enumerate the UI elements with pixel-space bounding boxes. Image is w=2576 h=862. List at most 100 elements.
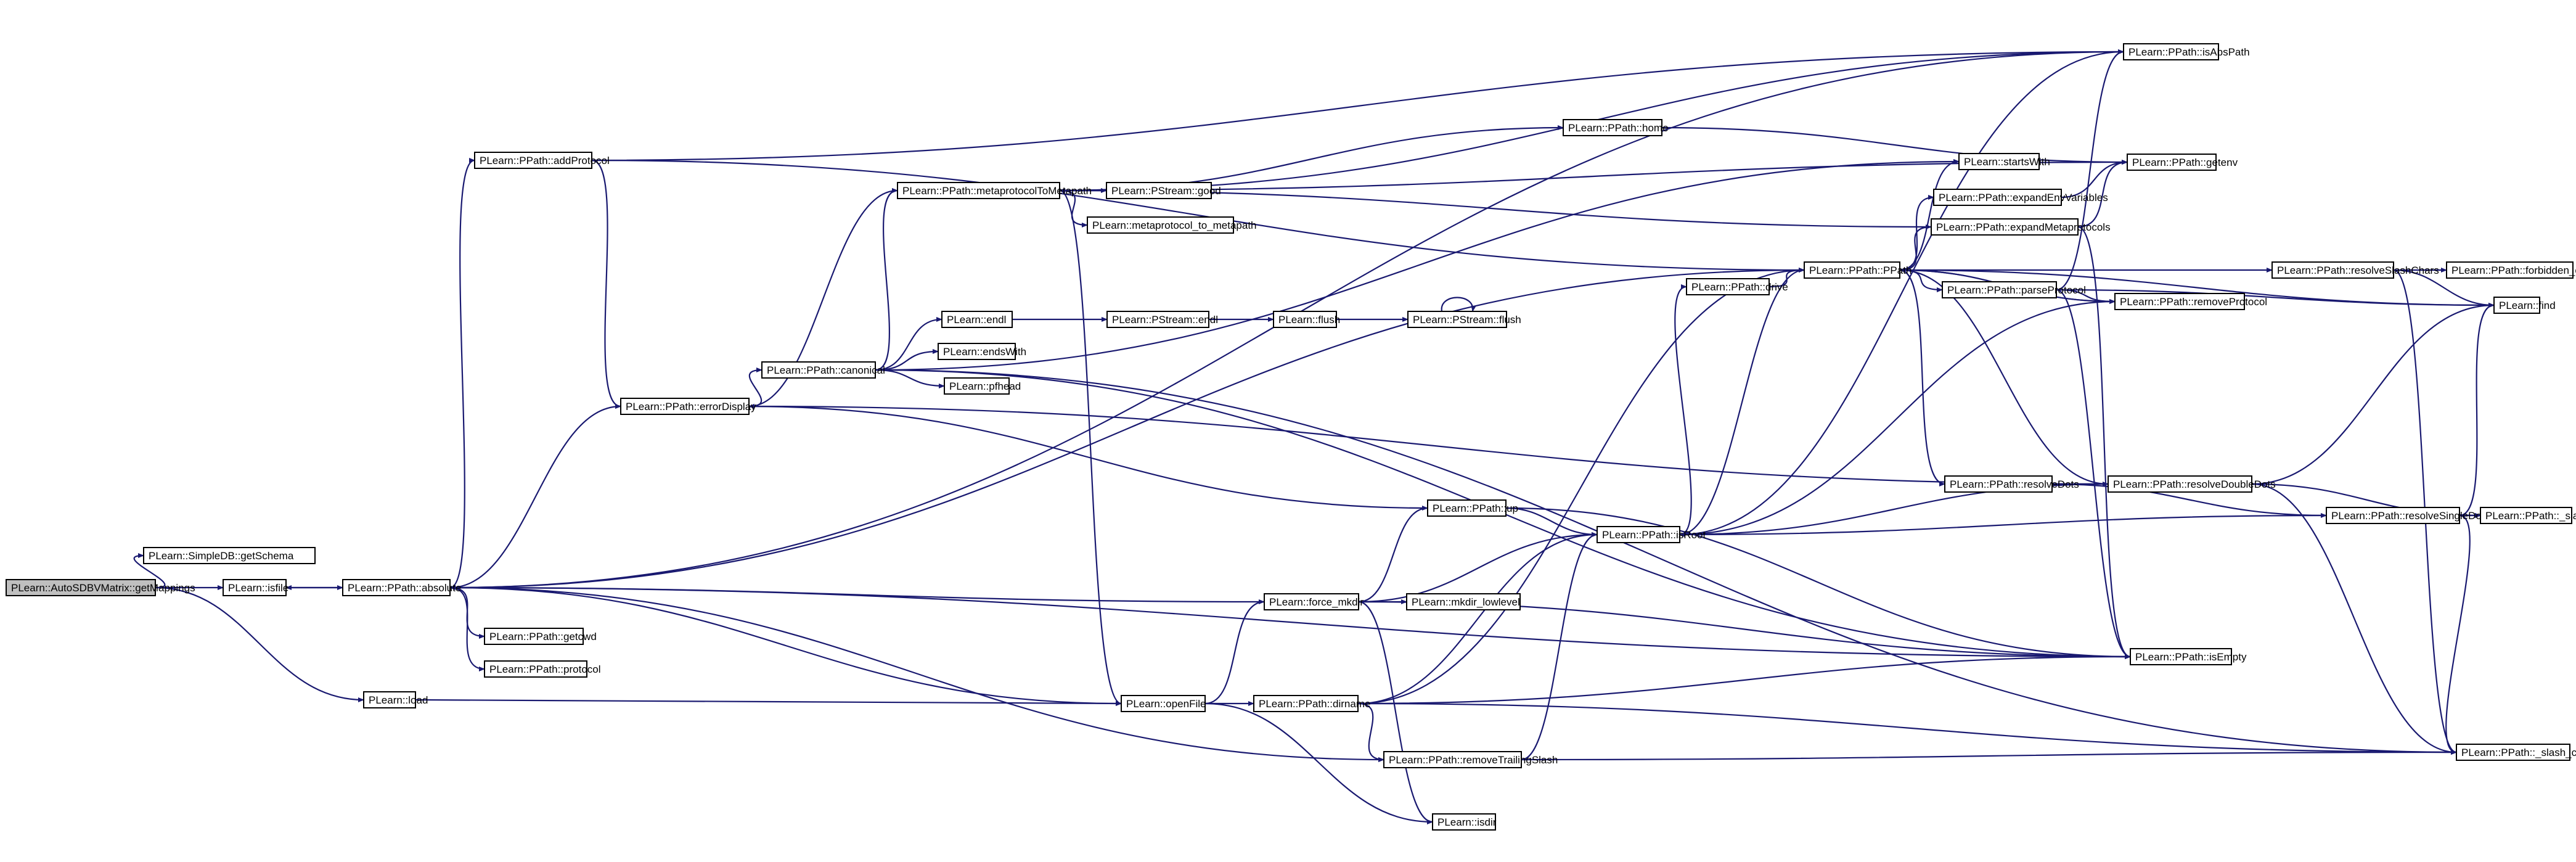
call-edge-addProtocol-to-isAbsPath: [591, 49, 2124, 162]
node-PPath[interactable]: PLearn::PPath::PPath: [1804, 261, 1912, 279]
node-box: [1106, 182, 1212, 199]
call-edge-home-to-getenv: [1661, 126, 2128, 165]
node-isfile[interactable]: PLearn::isfile: [223, 579, 288, 596]
node-good[interactable]: PLearn::PStream::good: [1106, 182, 1221, 199]
node-resolveSingleDots[interactable]: PLearn::PPath::resolveSingleDots: [2326, 507, 2490, 524]
node-box: [2493, 297, 2540, 314]
node-metaprotocol_to_metapath[interactable]: PLearn::metaprotocol_to_metapath: [1087, 216, 1257, 234]
node-load[interactable]: PLearn::load: [363, 691, 428, 708]
node-label: PLearn::PPath::isAbsPath: [2128, 46, 2250, 58]
node-removeTrailingSlash[interactable]: PLearn::PPath::removeTrailingSlash: [1383, 751, 1558, 768]
node-slash_char[interactable]: PLearn::PPath::_slash_char: [2456, 744, 2576, 761]
node-expandMetaprotocols[interactable]: PLearn::PPath::expandMetaprotocols: [1931, 218, 2111, 236]
call-edge-PPath-to-expandEnvVariables: [1899, 195, 1934, 271]
call-edge-openFile-to-force_mkdir: [1204, 599, 1265, 705]
node-label: PLearn::load: [369, 694, 428, 706]
node-box: [1407, 311, 1507, 328]
node-label: PLearn::isfile: [228, 582, 288, 594]
node-canonical[interactable]: PLearn::PPath::canonical: [761, 361, 885, 379]
call-edge-pstream_flush-to-pstream_flush: [1441, 297, 1476, 312]
node-resolveSlashChars[interactable]: PLearn::PPath::resolveSlashChars: [2271, 261, 2439, 279]
node-endsWith[interactable]: PLearn::endsWith: [938, 343, 1026, 360]
node-label: PLearn::flush: [1278, 314, 1340, 326]
node-removeProtocol[interactable]: PLearn::PPath::removeProtocol: [2114, 293, 2267, 310]
call-edge-canonical-to-startsWith: [875, 159, 1960, 371]
node-resolveDots[interactable]: PLearn::PPath::resolveDots: [1944, 475, 2079, 493]
node-up[interactable]: PLearn::PPath::up: [1427, 499, 1518, 517]
node-label: PLearn::PPath::_slash_char: [2461, 747, 2576, 758]
node-metaprotocolToMetapath[interactable]: PLearn::PPath::metaprotocolToMetapath: [897, 182, 1092, 199]
node-box: [2326, 507, 2460, 524]
call-edge-canonical-to-slash_char: [875, 369, 2457, 755]
node-root[interactable]: PLearn::AutoSDBVMatrix::getMappings: [6, 579, 195, 596]
call-edge-canonical-to-endsWith: [875, 349, 939, 371]
node-box: [1933, 189, 2062, 206]
node-box: [474, 152, 592, 169]
node-label: PLearn::openFile: [1126, 698, 1206, 710]
node-protocol[interactable]: PLearn::PPath::protocol: [484, 660, 601, 678]
call-edge-absolute-to-PPath: [449, 268, 1805, 589]
node-pstream_endl[interactable]: PLearn::PStream::endl: [1106, 311, 1218, 328]
node-openFile[interactable]: PLearn::openFile: [1121, 695, 1206, 712]
call-edge-expandMetaprotocols-to-metaprotocolToMetapath: [1059, 188, 1932, 228]
node-box: [1427, 499, 1507, 517]
node-flush[interactable]: PLearn::flush: [1273, 311, 1340, 328]
node-expandEnvVariables[interactable]: PLearn::PPath::expandEnvVariables: [1933, 189, 2108, 206]
node-home[interactable]: PLearn::PPath::home: [1563, 119, 1669, 136]
call-edge-resolveDoubleDots-to-PPath: [1899, 268, 2109, 485]
call-edge-up-to-isRoot: [1505, 507, 1598, 537]
node-isRoot[interactable]: PLearn::PPath::isRoot: [1597, 526, 1706, 543]
node-box: [2480, 507, 2572, 524]
node-pfhead[interactable]: PLearn::pfhead: [944, 377, 1021, 395]
node-isAbsPath[interactable]: PLearn::PPath::isAbsPath: [2123, 43, 2250, 60]
node-resolveDoubleDots[interactable]: PLearn::PPath::resolveDoubleDots: [2108, 475, 2276, 493]
node-getenv[interactable]: PLearn::PPath::getenv: [2127, 154, 2238, 171]
node-find[interactable]: PLearn::find: [2493, 297, 2556, 314]
call-edge-absolute-to-protocol: [449, 586, 485, 671]
call-edge-isRoot-to-PPath: [1679, 268, 1805, 536]
node-box: [2127, 154, 2217, 171]
node-slash[interactable]: PLearn::PPath::_slash: [2480, 507, 2576, 524]
node-isdir[interactable]: PLearn::isdir: [1432, 813, 1497, 831]
node-box: [484, 628, 584, 645]
call-edge-PPath-to-startsWith: [1899, 159, 1960, 271]
call-edge-dirname-to-slash_char: [1357, 702, 2457, 755]
node-pstream_flush[interactable]: PLearn::PStream::flush: [1407, 311, 1521, 328]
call-edge-resolveSingleDots-to-find: [2459, 303, 2495, 517]
node-errorDisplay[interactable]: PLearn::PPath::errorDisplay: [620, 398, 756, 415]
node-label: PLearn::PPath::forbidden_chars: [2451, 265, 2576, 276]
node-parseProtocol[interactable]: PLearn::PPath::parseProtocol: [1942, 281, 2086, 298]
node-label: PLearn::PPath::up: [1433, 503, 1518, 514]
node-label: PLearn::PPath::resolveDots: [1950, 478, 2079, 490]
call-edge-addProtocol-to-errorDisplay: [591, 159, 621, 409]
node-addProtocol[interactable]: PLearn::PPath::addProtocol: [474, 152, 610, 169]
node-label: PLearn::PPath::_slash: [2485, 510, 2576, 522]
node-dirname[interactable]: PLearn::PPath::dirname: [1253, 695, 1370, 712]
call-edge-parseProtocol-to-isAbsPath: [2056, 49, 2124, 291]
call-edge-removeTrailingSlash-to-slash_char: [1521, 750, 2457, 761]
node-box: [143, 547, 316, 564]
node-box: [944, 377, 1010, 395]
call-edge-openFile-to-absolute: [449, 585, 1122, 705]
node-box: [1686, 278, 1770, 295]
node-box: [1106, 311, 1209, 328]
call-edge-metaprotocolToMetapath-to-getenv: [1059, 160, 2128, 192]
node-box: [897, 182, 1060, 199]
node-mkdir_lowlevel[interactable]: PLearn::mkdir_lowlevel: [1406, 593, 1521, 610]
node-forbidden_chars[interactable]: PLearn::PPath::forbidden_chars: [2446, 261, 2576, 279]
node-getcwd[interactable]: PLearn::PPath::getcwd: [484, 628, 597, 645]
node-box: [1804, 261, 1900, 279]
node-box: [2456, 744, 2570, 761]
call-edge-dirname-to-removeTrailingSlash: [1357, 702, 1384, 762]
node-label: PLearn::metaprotocol_to_metapath: [1092, 220, 1257, 231]
node-isEmpty[interactable]: PLearn::PPath::isEmpty: [2130, 648, 2247, 665]
node-drive[interactable]: PLearn::PPath::drive: [1686, 278, 1788, 295]
node-startsWith[interactable]: PLearn::startsWith: [1958, 153, 2050, 170]
node-getSchema[interactable]: PLearn::SimpleDB::getSchema: [143, 547, 316, 564]
node-endl[interactable]: PLearn::endl: [941, 311, 1013, 328]
call-edge-absolute-to-addProtocol: [449, 158, 475, 589]
node-absolute[interactable]: PLearn::PPath::absolute: [342, 579, 461, 596]
call-edge-dirname-to-PPath: [1357, 268, 1805, 705]
node-force_mkdir[interactable]: PLearn::force_mkdir: [1264, 593, 1364, 610]
